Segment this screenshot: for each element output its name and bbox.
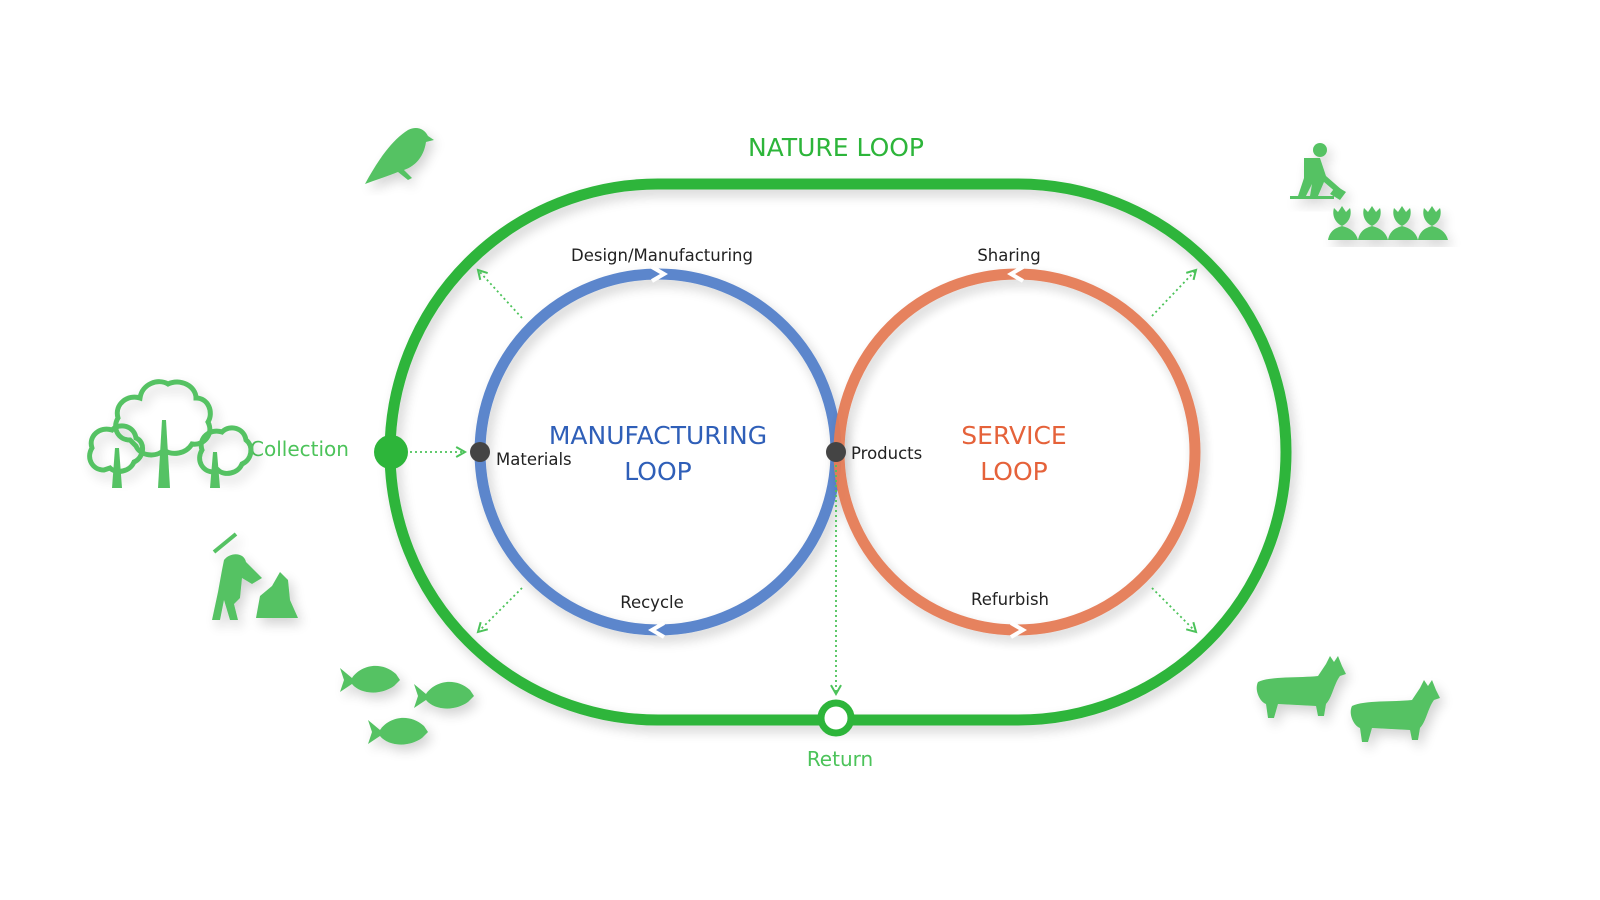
materials-node[interactable] <box>470 442 490 462</box>
stage-sharing: Sharing <box>977 246 1040 265</box>
collection-label: Collection <box>250 437 349 461</box>
stage-refurbish: Refurbish <box>971 590 1049 609</box>
trees-icon <box>87 379 254 476</box>
fish-icon <box>340 665 474 745</box>
products-node[interactable] <box>826 442 846 462</box>
recycle-arrow-chevron <box>648 621 666 639</box>
service-loop-title-line1: SERVICE <box>961 421 1066 450</box>
bird-icon <box>365 128 434 184</box>
manufacturing-loop-title-line2: LOOP <box>624 457 691 486</box>
tree-trunks <box>112 420 220 488</box>
sharing-arrow-chevron <box>1007 265 1025 283</box>
materials-label: Materials <box>496 450 572 469</box>
arrow-service-bottom-out <box>1151 587 1198 634</box>
service-loop-title-line2: LOOP <box>980 457 1047 486</box>
farmer-icon <box>1290 143 1346 200</box>
return-label: Return <box>807 747 873 771</box>
manufacturing-loop-title-line1: MANUFACTURING <box>549 421 767 450</box>
products-label: Products <box>851 444 922 463</box>
crops-icon <box>1328 206 1448 240</box>
nature-loop-title: NATURE LOOP <box>748 133 924 162</box>
return-node[interactable] <box>817 699 855 737</box>
refurbish-arrow-chevron <box>1009 621 1027 639</box>
cattle-icon <box>1256 656 1440 742</box>
collection-node[interactable] <box>374 435 408 469</box>
design-arrow-chevron <box>650 265 668 283</box>
stage-recycle: Recycle <box>620 593 684 612</box>
arrow-manufacturing-bottom-out <box>476 587 523 634</box>
stage-design-manufacturing: Design/Manufacturing <box>571 246 753 265</box>
arrow-service-top-out <box>1151 268 1198 317</box>
arrow-manufacturing-top-out <box>476 268 523 319</box>
miner-icon <box>212 532 298 620</box>
